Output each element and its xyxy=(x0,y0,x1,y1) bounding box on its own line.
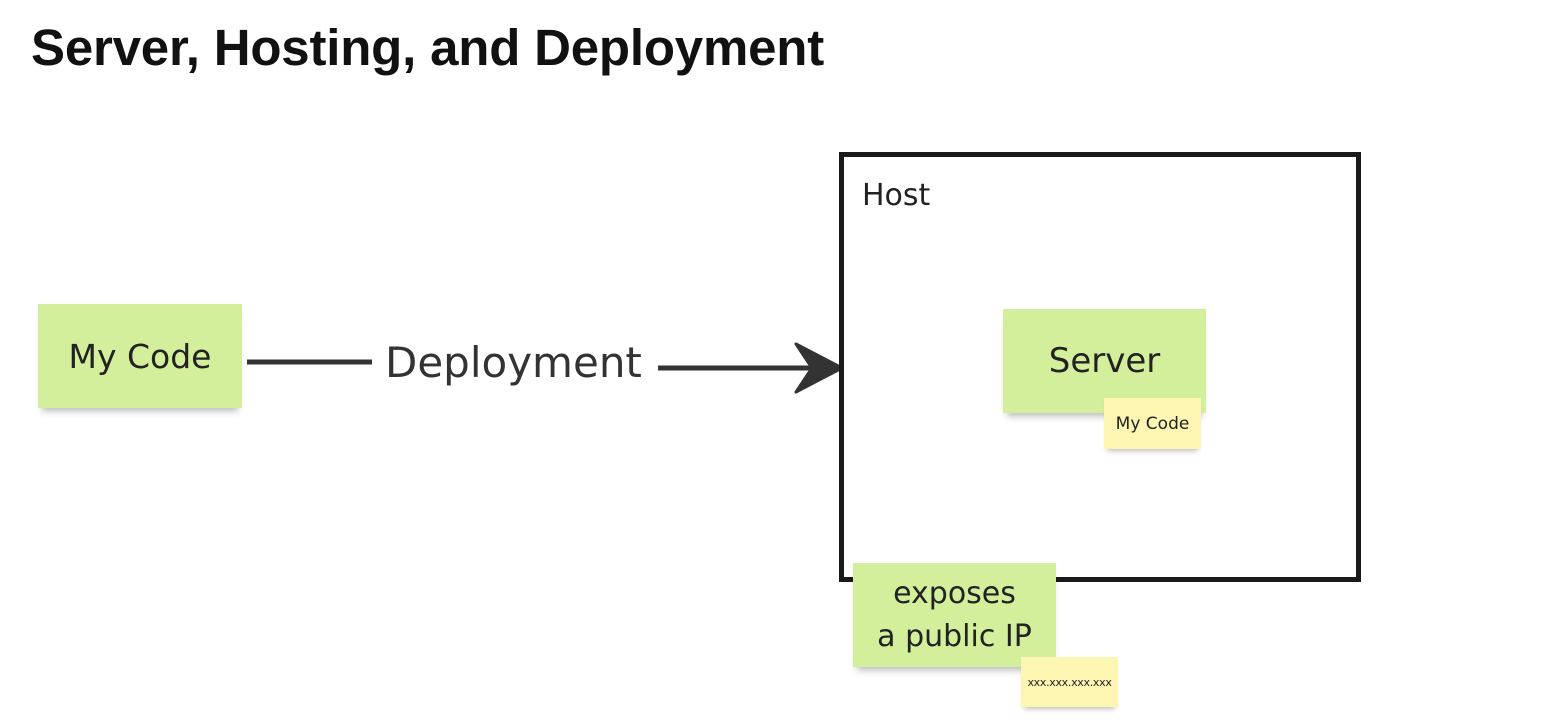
public-ip-sticky-note[interactable]: exposes a public IP xyxy=(853,563,1056,667)
public-ip-line-1: exposes xyxy=(893,576,1016,611)
ip-address-label: xxx.xxx.xxx.xxx xyxy=(1027,675,1112,689)
server-code-label: My Code xyxy=(1115,413,1190,434)
arrowhead-icon xyxy=(794,342,844,394)
page-title: Server, Hosting, and Deployment xyxy=(31,19,824,76)
ip-address-sticky-note[interactable]: xxx.xxx.xxx.xxx xyxy=(1021,657,1118,707)
my-code-sticky-note[interactable]: My Code xyxy=(38,304,242,408)
deployment-label: Deployment xyxy=(385,338,642,387)
server-code-sticky-note[interactable]: My Code xyxy=(1104,398,1201,449)
my-code-label: My Code xyxy=(68,336,212,376)
public-ip-line-2: a public IP xyxy=(877,619,1032,654)
host-container[interactable] xyxy=(839,152,1361,582)
server-label: Server xyxy=(1048,341,1161,381)
host-label: Host xyxy=(862,178,931,213)
server-sticky-note[interactable]: Server xyxy=(1003,309,1206,413)
